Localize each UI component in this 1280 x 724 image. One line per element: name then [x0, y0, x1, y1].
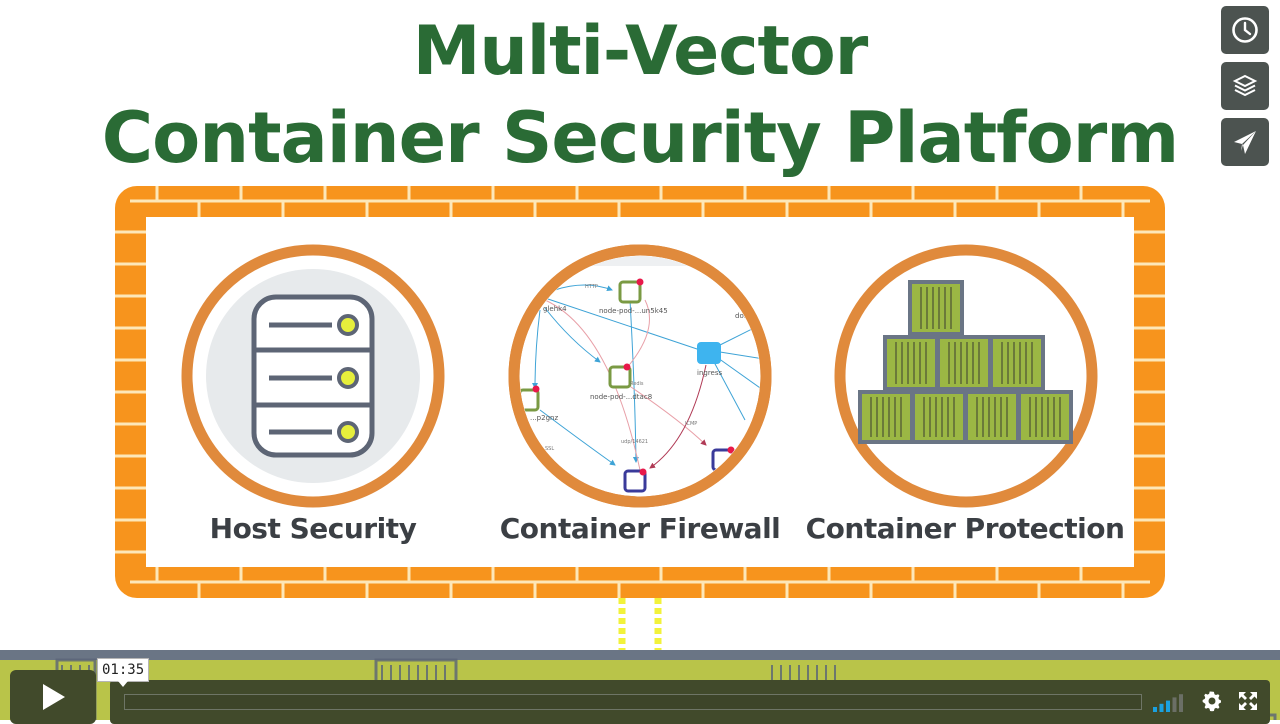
volume-bar: [1172, 697, 1177, 712]
graph-edge-label: HTTP: [585, 284, 598, 290]
container-firewall-circle: glehk4 node-pod-...un5k45 node-pod-...dt…: [508, 244, 772, 508]
shipping-container: [936, 335, 992, 391]
shipping-container: [908, 280, 964, 336]
paper-plane-icon: [1234, 131, 1256, 154]
fullscreen-icon[interactable]: [1237, 690, 1259, 712]
shipping-container: [964, 390, 1020, 444]
hover-time-tooltip: 01:35: [97, 658, 150, 687]
graph-node-label: ingress: [697, 369, 723, 377]
graph-edge-label: udp/14621: [621, 439, 648, 445]
host-security-circle: [181, 244, 445, 508]
slide-title-line1: Multi-Vector: [412, 12, 869, 91]
volume-bar: [1153, 707, 1157, 712]
shipping-container: [911, 390, 967, 444]
container-protection-circle: [834, 244, 1098, 508]
layers-icon: [1232, 74, 1258, 97]
graph-node-label: glehk4: [543, 305, 567, 313]
control-bar: [110, 680, 1270, 724]
settings-gear-icon[interactable]: [1201, 690, 1223, 712]
play-icon: [43, 684, 65, 710]
shipping-container: [858, 390, 914, 444]
graph-edge-label: ICMP: [685, 421, 697, 427]
graph-node-label: ...p2gnz: [530, 414, 558, 422]
brick-wall-illustration: glehk4 node-pod-...un5k45 node-pod-...dt…: [115, 186, 1165, 650]
graph-node-label: node-pod-...dtac8: [590, 393, 652, 401]
volume-bar: [1179, 694, 1183, 712]
server-icon: [251, 294, 375, 458]
collections-button[interactable]: [1221, 62, 1269, 110]
volume-icon[interactable]: [1153, 692, 1189, 712]
progress-bar[interactable]: [124, 694, 1142, 710]
clock-icon: [1232, 17, 1258, 43]
shipping-container: [989, 335, 1045, 391]
volume-bar: [1166, 700, 1170, 712]
shipping-container: [883, 335, 939, 391]
container-stack-icon: [858, 280, 1073, 444]
video-player-controls: 01:35: [0, 650, 1280, 724]
share-button[interactable]: [1221, 118, 1269, 166]
pillar-label-container-protection: Container Protection: [805, 512, 1125, 545]
play-button[interactable]: [10, 670, 96, 724]
pillar-label-host-security: Host Security: [209, 512, 417, 545]
graph-node-label: node-pod-...un5k45: [599, 307, 668, 315]
pillar-label-container-firewall: Container Firewall: [499, 512, 781, 545]
cable-decoration: [618, 598, 662, 650]
shipping-container: [1017, 390, 1073, 444]
graph-edge-label: Redis: [630, 381, 644, 387]
graph-node-label: do...: [735, 312, 750, 320]
graph-edge-label: SSL: [545, 446, 554, 452]
slide-title-line2: Container Security Platform: [101, 97, 1179, 179]
watch-later-button[interactable]: [1221, 6, 1269, 54]
network-graph-icon: glehk4 node-pod-...un5k45 node-pod-...dt…: [520, 256, 760, 493]
player-top-band: [0, 650, 1280, 660]
volume-bar: [1159, 703, 1164, 712]
